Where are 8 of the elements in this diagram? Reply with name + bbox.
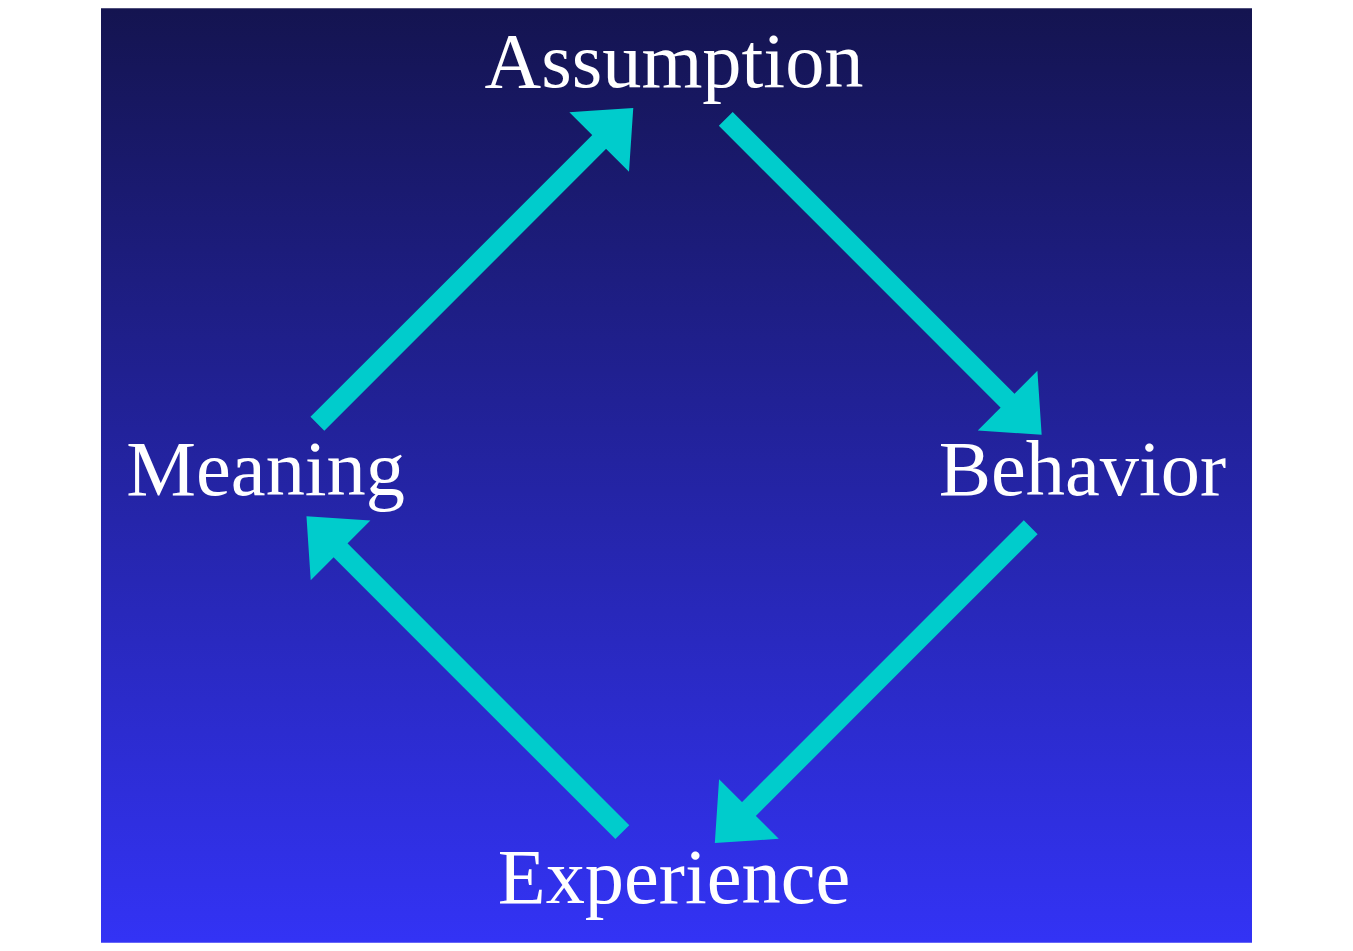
arrow	[714, 520, 1038, 844]
arrow	[310, 107, 634, 431]
arrow	[718, 111, 1042, 435]
arrow	[306, 516, 630, 840]
node-text: Experience	[497, 833, 851, 921]
node-text: Assumption	[484, 16, 864, 104]
node-text: Behavior	[938, 425, 1227, 513]
node-text: Meaning	[126, 425, 406, 513]
